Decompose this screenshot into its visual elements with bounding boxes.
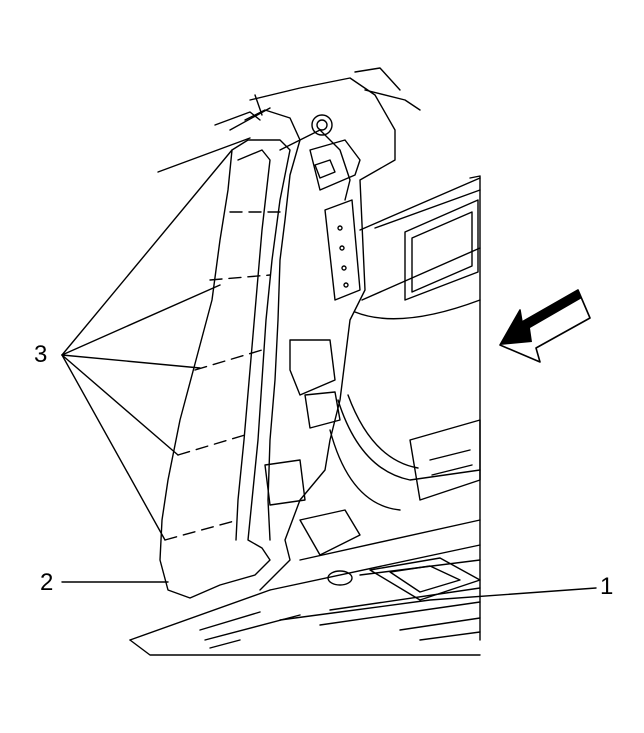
pillar-reinforcement xyxy=(157,67,421,591)
callout-1-leader xyxy=(279,587,597,621)
callout-label-2: 2 xyxy=(40,569,54,596)
callout-label-1: 1 xyxy=(600,573,614,600)
trim-panel-outline xyxy=(159,139,291,599)
forward-arrow-icon xyxy=(499,289,591,363)
floor-pan xyxy=(129,419,481,656)
retainer-hidden-lines xyxy=(164,211,286,541)
callout-label-3: 3 xyxy=(34,341,48,368)
body-side-panel xyxy=(329,175,481,641)
callout-3-leaders xyxy=(61,149,233,541)
